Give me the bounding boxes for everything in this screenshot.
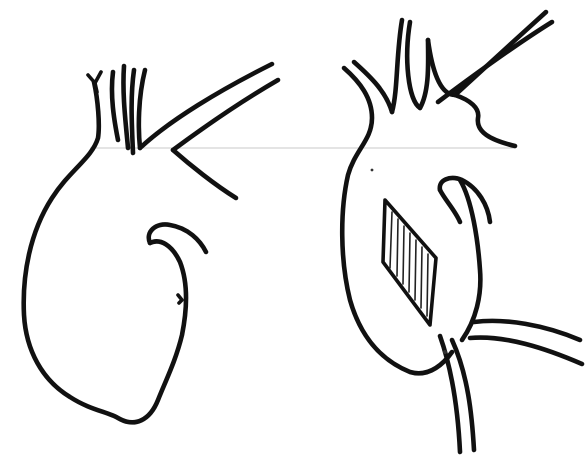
ink-speck — [371, 169, 374, 172]
right-great-vessel-upper — [455, 12, 546, 95]
left-appendage-curl — [149, 224, 206, 252]
right-appendage-tail — [440, 190, 460, 222]
right-vessel-d — [420, 40, 428, 108]
left-heart-outline — [24, 82, 186, 422]
right-heart-drawing — [342, 12, 582, 452]
right-vessel-c — [407, 22, 420, 108]
right-lower-vessel-lower — [470, 338, 582, 364]
left-heart-drawing — [24, 64, 278, 422]
right-great-vessel-lower — [438, 22, 552, 102]
right-great-vessel-loop — [455, 95, 515, 146]
left-forked-tip-stem — [95, 83, 97, 92]
left-great-vessel-branch — [173, 150, 236, 198]
ink-speck — [443, 350, 447, 354]
left-vessel-3 — [132, 70, 134, 153]
right-chamber-outer-right — [460, 180, 480, 340]
hatch-line — [409, 233, 410, 292]
left-great-vessel-upper — [140, 64, 272, 148]
hatch-line — [403, 226, 404, 284]
right-arch-top — [428, 40, 455, 95]
left-vessel-4 — [139, 70, 145, 148]
hatch-line — [415, 240, 416, 300]
hatch-line — [421, 247, 422, 308]
left-vessel-1 — [112, 72, 118, 140]
left-inner-mark — [178, 295, 182, 303]
right-vessel-b — [392, 20, 402, 112]
hatch-line — [397, 219, 398, 276]
left-vessel-2 — [123, 66, 128, 148]
hatch-line — [427, 254, 428, 316]
